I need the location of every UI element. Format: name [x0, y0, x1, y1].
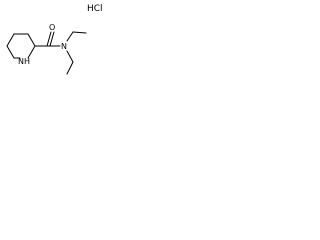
ethyl-bond	[72, 31, 87, 34]
ring-bond	[6, 33, 15, 47]
ring-bond	[27, 33, 36, 47]
piperidine-ring	[6, 33, 36, 59]
carbonyl-double-bond	[49, 31, 55, 47]
diethyl-groups	[66, 31, 87, 75]
amide-group	[34, 31, 61, 47]
salt-label: HCl	[87, 4, 103, 14]
carbonyl-oxygen-label: O	[49, 23, 55, 32]
ethyl-bond	[66, 50, 74, 63]
ethyl-bond	[66, 31, 74, 42]
ring-bond	[27, 45, 36, 59]
chemical-structure: NH O N HCl	[6, 4, 103, 75]
ring-nitrogen-label: NH	[18, 57, 30, 66]
amide-nitrogen-label: N	[61, 42, 67, 51]
ring-bond	[6, 45, 15, 59]
carbonyl-double-bond	[46, 31, 52, 47]
ethyl-bond	[66, 61, 74, 75]
